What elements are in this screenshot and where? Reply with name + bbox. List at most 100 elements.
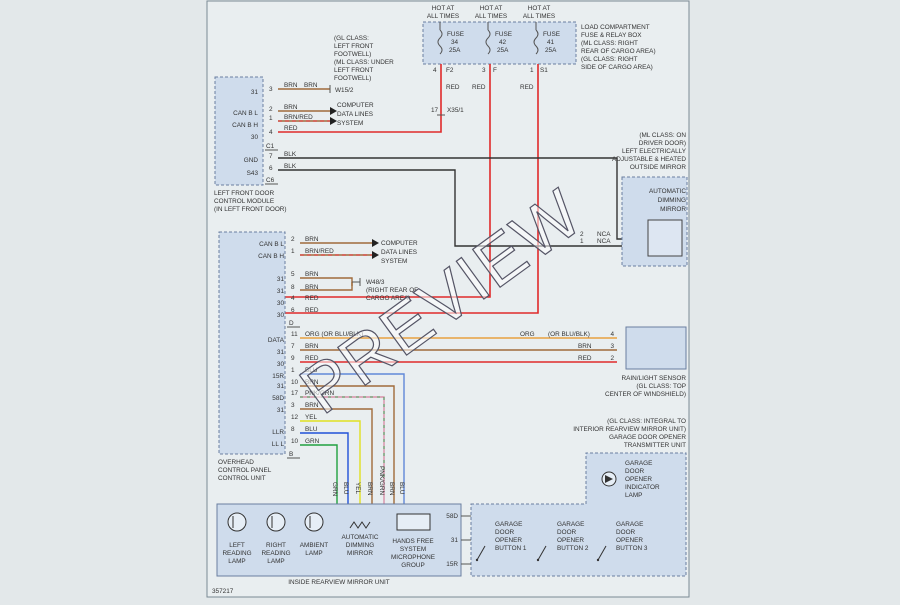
switch-icon [537,545,547,561]
pin-label: 31 [251,89,259,96]
splice-name: X35/1 [447,107,464,114]
wire-brn [300,408,373,478]
lamp-icon [227,512,247,532]
pin-num: 17 [291,390,299,397]
component-label: LAMP [625,492,642,499]
arrow-icon [330,107,337,115]
component-label: AUTOMATIC [341,534,378,541]
overhead-control-panel: CAN B L CAN B H 31 31 30 30 DATA 31 30 1… [218,231,617,504]
note-line: LEFT FRONT [334,43,373,50]
component-label: GARAGE [495,521,522,528]
pin-num: 5 [291,271,295,278]
pin-label: 30 [251,134,259,141]
outside-mirror: (ML CLASS: ON DRIVER DOOR) LEFT ELECTRIC… [580,132,688,267]
hot-label: HOT AT [432,5,455,12]
wire-label-red: RED [472,84,486,91]
component-label: LAMP [305,550,322,557]
hot-label: ALL TIMES [427,13,459,20]
ground-label: CARGO AREA) [366,295,410,302]
garage-door-opener-note: (GL CLASS: INTEGRAL TO INTERIOR REARVIEW… [573,418,686,449]
ground-label: W48/3 [366,279,385,286]
pin-num: 2 [610,355,614,362]
mirror-wire-label: NCA [597,231,611,238]
mirror-note-line: OUTSIDE MIRROR [630,164,686,171]
hot-label: HOT AT [480,5,503,12]
inside-rearview-mirror-unit: LEFT READING LAMP RIGHT READING LAMP AMB… [216,503,462,586]
computer-label: COMPUTER [381,240,418,247]
wire-label: BRN [578,343,592,350]
pin-label: CAN B L [233,110,258,117]
wire-label: BRN [304,82,318,89]
module-label: CONTROL UNIT [218,475,266,482]
pin-num: 2 [269,106,273,113]
wire-grn [300,444,338,478]
gdo-note-line: GARAGE DOOR OPENER [609,434,686,441]
pin-num: 4 [269,129,273,136]
red-wire-fuse41 [278,64,539,314]
hot-label: ALL TIMES [523,13,555,20]
hot-label: ALL TIMES [475,13,507,20]
computer-label: DATA LINES [337,111,373,118]
lamp-icon [304,512,324,532]
figure-id: 357217 [212,588,234,595]
left-door-module-box [214,76,264,186]
fuse-label: 25A [449,47,461,54]
pin-num: 3 [291,402,295,409]
pin-label: 31 [277,276,285,283]
computer-label: SYSTEM [337,120,363,127]
automatic-dimming-mirror: AUTOMATIC DIMMING MIRROR [341,521,379,557]
mirror-note-line: (ML CLASS: ON [639,132,686,139]
component-label: DOOR [495,529,515,536]
hands-free-microphone-group: HANDS FREE SYSTEM MICROPHONE GROUP [391,513,435,569]
wire-label: BRN [284,82,298,89]
switch-contact [475,558,479,562]
ground-w15-2: W15/2 [329,85,354,94]
pin-num: 8 [291,284,295,291]
component-label: MICROPHONE [391,554,435,561]
component-label: BUTTON 3 [616,545,648,552]
sensor-label: RAIN/LIGHT SENSOR [621,375,686,382]
component-label: SYSTEM [400,546,426,553]
hot-at-all-times-3: HOT AT ALL TIMES [523,5,555,20]
fuse-box-desc-line: LOAD COMPARTMENT [581,24,650,31]
wire-label: YEL [305,414,318,421]
component-label: GARAGE [625,460,652,467]
module-label: CONTROL PANEL [218,467,272,474]
pin-label: 31 [277,383,285,390]
pin-num: 10 [291,379,299,386]
wire-label: YEL [354,482,361,495]
component-label: LEFT [229,542,245,549]
wire-label: BLU [342,482,349,495]
led-diode-icon [605,475,613,483]
fuse-box-desc-line: SIDE OF CARGO AREA) [581,64,653,71]
wire-label: BRN [305,271,319,278]
unit-label: INSIDE REARVIEW MIRROR UNIT [288,579,390,586]
pin-label: CAN B H [232,122,258,129]
pin-label: 30 [277,312,285,319]
overhead-control-box [218,231,286,455]
computer-label: COMPUTER [337,102,374,109]
wire-blu [300,432,349,478]
wire-label: ORG (OR BLU/BLK) [305,331,363,338]
fuse-pin: 1 [530,67,534,74]
wire-label: RED [305,295,319,302]
fuse-label: 41 [547,39,555,46]
pin-num: 7 [269,153,273,160]
gdo-box [470,452,687,577]
wire-yel [300,420,361,478]
component-label: LAMP [228,558,245,565]
wire-label: BLU [398,482,405,495]
wire-label-red: RED [520,84,534,91]
gdo-note-line: TRANSMITTER UNIT [624,442,686,449]
mirror-box-label: DIMMING [658,197,686,204]
pin-label: DATA [268,337,285,344]
component-label: OPENER [495,537,522,544]
note-line: (GL CLASS: [334,35,369,42]
wire-label: ORG [520,331,535,338]
pin-label: 31 [277,288,285,295]
component-label: AMBIENT [300,542,329,549]
fuse-label: FUSE [447,31,464,38]
pin-num: 9 [291,355,295,362]
switch-contact [596,558,600,562]
